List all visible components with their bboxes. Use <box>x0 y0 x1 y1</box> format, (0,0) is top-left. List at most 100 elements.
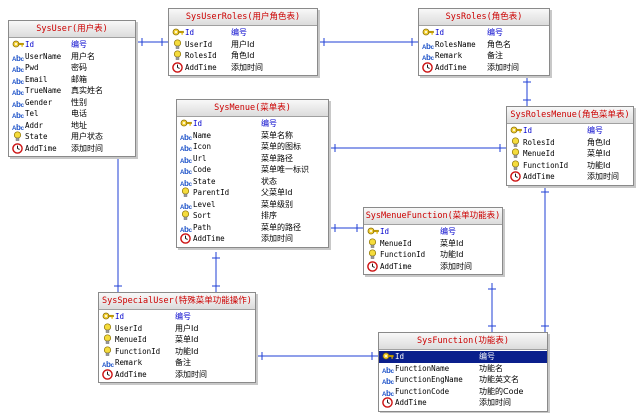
field-description: 角色名 <box>487 39 511 49</box>
field-description: 菜单Id <box>587 149 611 158</box>
text-type-icon: Abc <box>180 201 192 211</box>
field-name: AddTime <box>380 261 412 271</box>
text-type-icon: Abc <box>12 65 24 74</box>
field-row[interactable]: Id 编号 <box>379 351 547 363</box>
index-field-icon <box>367 237 379 250</box>
field-name: Id <box>193 119 203 128</box>
field-description: 用户名 <box>71 51 95 61</box>
text-type-icon: Abc <box>382 365 394 375</box>
primary-key-icon <box>367 226 379 238</box>
table-title: SysMenueFunction(菜单功能表) <box>364 208 502 225</box>
field-name: State <box>193 176 216 186</box>
field-description: 密码 <box>71 63 87 72</box>
field-name: Email <box>25 74 48 84</box>
field-description: 编号 <box>440 227 456 236</box>
field-description: 邮箱 <box>71 74 87 84</box>
field-description: 编号 <box>231 28 247 37</box>
field-description: 菜单级别 <box>261 199 293 209</box>
index-field-icon <box>172 50 184 62</box>
text-type-icon: Abc <box>12 99 24 109</box>
datetime-icon <box>367 260 379 273</box>
field-name: Code <box>193 165 212 174</box>
table-title: SysFunction(功能表) <box>379 333 547 350</box>
index-field-icon <box>510 136 522 149</box>
index-field-icon <box>180 187 192 199</box>
primary-key-icon <box>172 27 184 39</box>
primary-key-icon <box>422 27 434 39</box>
field-name: FunctionId <box>380 250 426 259</box>
field-name: Gender <box>25 97 53 107</box>
field-description: 添加时间 <box>231 62 263 72</box>
index-field-icon <box>12 131 24 143</box>
field-description: 编号 <box>479 352 495 361</box>
field-name: Addr <box>25 120 44 130</box>
field-row[interactable]: Id 编号 <box>364 226 502 238</box>
text-type-icon: Abc <box>180 144 192 153</box>
field-name: Url <box>193 153 207 163</box>
field-name: Level <box>193 199 216 209</box>
field-name: Id <box>380 227 390 236</box>
field-description: 编号 <box>261 119 277 128</box>
field-name: Id <box>395 352 405 361</box>
field-row[interactable]: Id 编号 <box>177 118 328 130</box>
field-description: 地址 <box>71 120 87 130</box>
field-name: FunctionId <box>523 160 569 170</box>
index-field-icon <box>510 159 522 172</box>
